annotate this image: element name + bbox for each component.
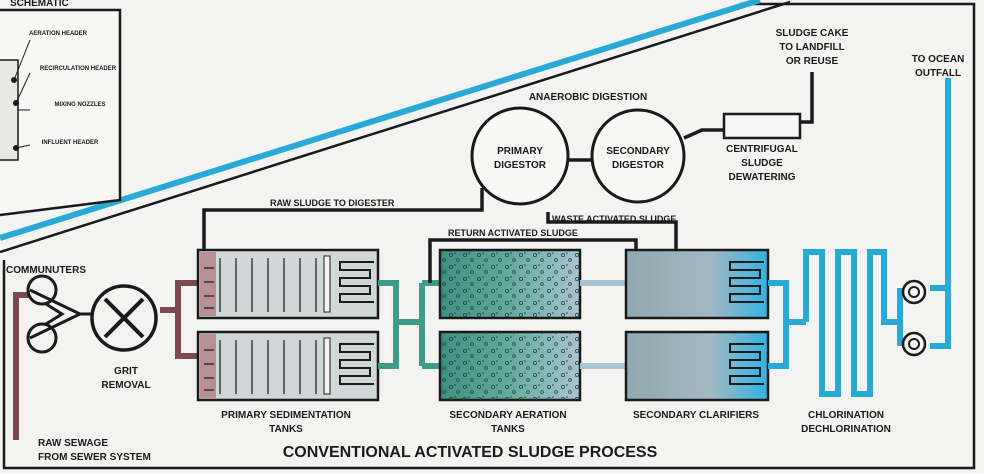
primary-digestor (470, 106, 570, 206)
inset-label-aeration-header: AERATION HEADER (29, 31, 87, 37)
raw-sewage-label: RAW SEWAGE (38, 438, 109, 449)
diagonal-stripe-blue (0, 0, 761, 241)
inset-schematic (0, 8, 122, 217)
chlorination-contact-pipe (768, 78, 951, 397)
centrifuge (722, 112, 802, 140)
secondary-digestor (590, 108, 686, 204)
outer-frame (2, 2, 976, 470)
dechlorination-label: DECHLORINATION (801, 424, 891, 435)
secondary-aeration-tanks-label: TANKS (491, 424, 525, 435)
sludge-cake-line (800, 72, 814, 124)
raw-sludge-line (202, 188, 484, 250)
waste-activated-sludge-label: WASTE ACTIVATED SLUDGE (552, 214, 677, 224)
diagonal-stripe-black (0, 0, 791, 254)
centrifugal-label: CENTRIFUGAL (726, 144, 798, 155)
sludge-cake-landfill-label: TO LANDFILL (779, 42, 845, 53)
grit-label: GRIT (114, 366, 138, 377)
primary-sedimentation-tanks-label: TANKS (269, 424, 303, 435)
primary-effluent-pipes (378, 280, 440, 369)
centrifugal-dewatering-label: DEWATERING (728, 172, 796, 183)
sludge-lines (202, 72, 814, 283)
secondary-clarifiers-label: SECONDARY CLARIFIERS (632, 410, 760, 421)
anaerobic-digestion-label: ANAEROBIC DIGESTION (528, 92, 648, 103)
inset-label-mixing-nozzles: MIXING NOZZLES (54, 102, 106, 108)
inset-label-influent-header: INFLUENT HEADER (41, 140, 99, 146)
diagram-title: CONVENTIONAL ACTIVATED SLUDGE PROCESS (282, 444, 658, 461)
primary-sedimentation-label: PRIMARY SEDIMENTATION (221, 410, 351, 421)
secondary-aeration-label: SECONDARY AERATION (449, 410, 567, 421)
outfall-label: OUTFALL (914, 68, 962, 79)
to-ocean-label: TO OCEAN (911, 54, 965, 65)
chlorination-label: CHLORINATION (808, 410, 884, 421)
secondary-digestor-label-2: DIGESTOR (611, 160, 665, 171)
primary-digestor-label: PRIMARY (497, 146, 543, 157)
communuters-label: COMMUNUTERS (6, 265, 86, 276)
outfall-pumps (901, 279, 927, 357)
secondary-digestor-label: SECONDARY (606, 146, 670, 157)
aeration-to-clarifier-pipes (580, 280, 626, 369)
return-activated-sludge-label: RETURN ACTIVATED SLUDGE (448, 228, 578, 238)
primary-sedimentation-tanks (196, 248, 380, 402)
secondary-clarifiers (624, 248, 770, 402)
inset-heading: SCHEMATIC (10, 0, 69, 9)
sludge-cake-label: SLUDGE CAKE (775, 28, 849, 39)
raw-sewage-pipes (13, 280, 198, 440)
comminutor (26, 274, 92, 354)
raw-sludge-label: RAW SLUDGE TO DIGESTER (270, 198, 395, 208)
grit-removal-label: REMOVAL (101, 380, 151, 391)
waste-activated-sludge-line (546, 212, 678, 250)
raw-sewage-source-label: FROM SEWER SYSTEM (38, 452, 151, 463)
grit-removal-tank (90, 284, 158, 352)
inset-label-recirculation-header: RECIRCULATION HEADER (39, 66, 117, 72)
return-activated-sludge-line (428, 238, 638, 283)
centrifugal-sludge-label: SLUDGE (741, 158, 783, 169)
sludge-cake-reuse-label: OR REUSE (785, 56, 839, 67)
digester-to-centrifuge (683, 128, 724, 140)
primary-digestor-label-2: DIGESTOR (493, 160, 547, 171)
secondary-aeration-tanks (438, 248, 582, 402)
